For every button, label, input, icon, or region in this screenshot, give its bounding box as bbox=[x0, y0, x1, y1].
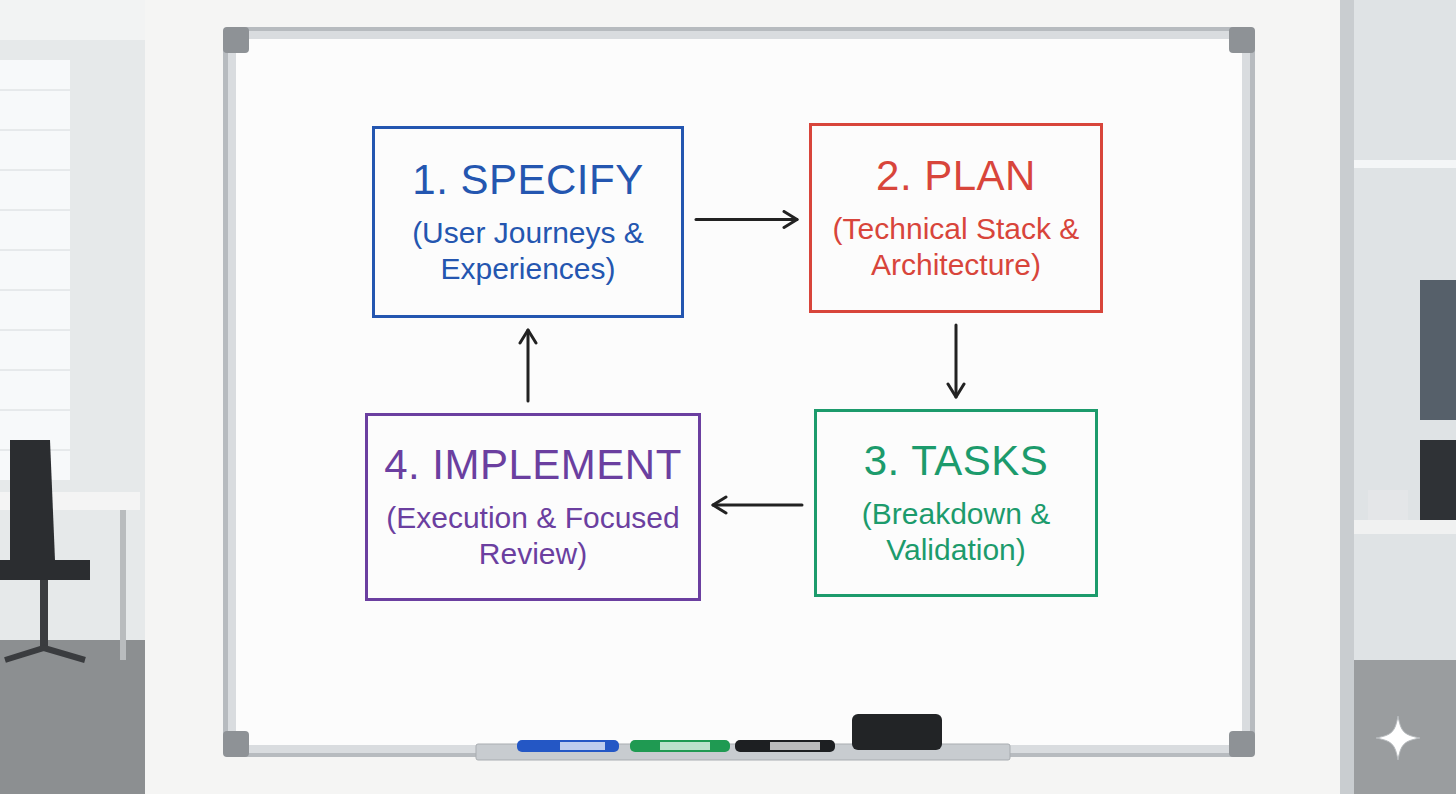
frame-corner bbox=[1229, 731, 1255, 757]
partition-frame bbox=[1340, 0, 1354, 794]
desk-leg bbox=[120, 510, 126, 660]
process-box: 1. SPECIFY (User Journeys & Experiences) bbox=[372, 126, 684, 318]
step-description: (Technical Stack & Architecture) bbox=[828, 211, 1084, 283]
whiteboard-frame bbox=[223, 27, 1255, 757]
process-box: 2. PLAN (Technical Stack & Architecture) bbox=[809, 123, 1103, 313]
carpet bbox=[0, 640, 145, 794]
frame-corner bbox=[223, 27, 249, 53]
ceiling bbox=[0, 0, 145, 40]
flow-arrow bbox=[527, 330, 530, 401]
frame-corner bbox=[1229, 27, 1255, 53]
wall-screen bbox=[1420, 280, 1456, 420]
flow-arrow bbox=[696, 218, 797, 221]
ceiling-light bbox=[1354, 160, 1456, 168]
step-heading: 4. IMPLEMENT bbox=[384, 442, 682, 488]
whiteboard-surface bbox=[236, 39, 1242, 745]
process-box: 3. TASKS (Breakdown & Validation) bbox=[814, 409, 1098, 597]
frame-corner bbox=[223, 731, 249, 757]
window-blinds bbox=[0, 90, 70, 450]
marker-label bbox=[560, 742, 605, 750]
green-marker bbox=[630, 740, 730, 752]
flow-arrow bbox=[955, 325, 958, 397]
office-chair-seat bbox=[0, 560, 90, 580]
step-heading: 2. PLAN bbox=[876, 153, 1036, 199]
marker-label bbox=[770, 742, 820, 750]
flow-arrow bbox=[713, 504, 802, 507]
step-description: (Execution & Focused Review) bbox=[384, 500, 682, 572]
office-wall bbox=[0, 0, 145, 794]
step-description: (Breakdown & Validation) bbox=[833, 496, 1079, 568]
whiteboard-frame-inner bbox=[228, 31, 1250, 753]
office-chair-post bbox=[40, 580, 48, 650]
carpet bbox=[1354, 660, 1456, 794]
marker-label bbox=[660, 742, 710, 750]
window bbox=[0, 60, 70, 480]
step-heading: 3. TASKS bbox=[864, 438, 1049, 484]
step-heading: 1. SPECIFY bbox=[412, 157, 643, 203]
eraser bbox=[852, 714, 942, 750]
printer bbox=[1368, 490, 1408, 520]
glass-partition bbox=[1340, 0, 1456, 794]
board-wall bbox=[145, 0, 1340, 794]
process-box: 4. IMPLEMENT (Execution & Focused Review) bbox=[365, 413, 701, 601]
sparkle-watermark bbox=[1376, 716, 1420, 760]
blue-marker bbox=[517, 740, 619, 752]
office-chair-base bbox=[5, 648, 85, 660]
black-marker bbox=[735, 740, 835, 752]
monitor bbox=[1420, 440, 1456, 520]
desk-top bbox=[1354, 520, 1456, 534]
office-chair-back bbox=[10, 440, 55, 560]
step-description: (User Journeys & Experiences) bbox=[391, 215, 665, 287]
